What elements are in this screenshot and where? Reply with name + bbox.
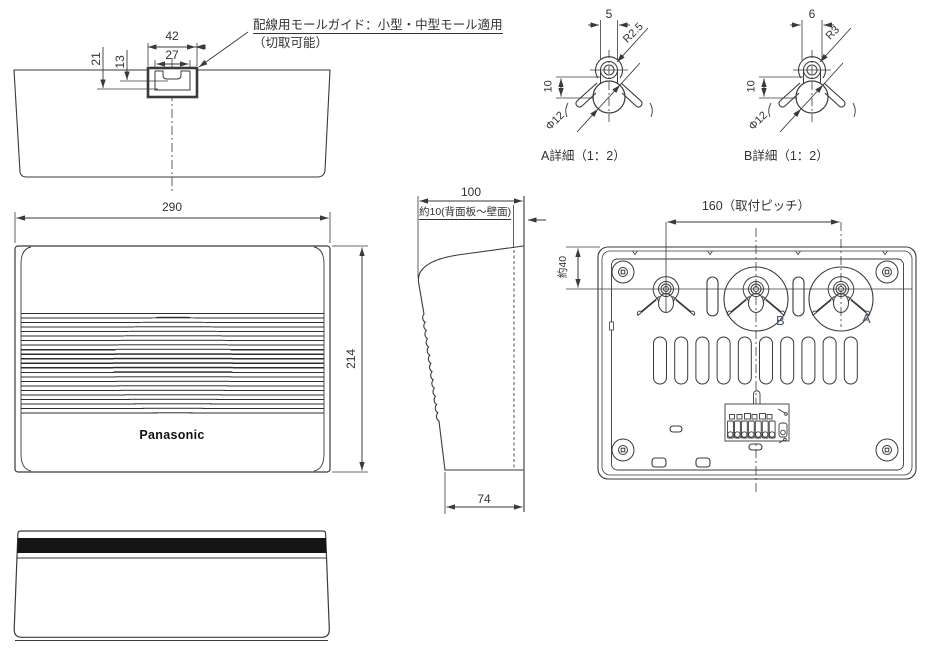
mould-guide-annotation-line1: 配線用モールガイド：小型・中型モール適用 [253,18,503,35]
keyhole-a-label: A [862,311,871,326]
detail-b-dim-6: 6 [808,7,816,21]
detail-b-dim-10: 10 [745,80,758,93]
top-view-dim-13: 13 [113,55,128,69]
side-view-dim-74: 74 [477,492,491,506]
top-view-drawing [13,31,331,192]
detail-a-drawing [556,20,653,133]
top-view-dim-21: 21 [89,52,104,66]
panasonic-logo: Panasonic [139,428,205,442]
top-view-dim-27: 27 [165,48,179,62]
top-view-dim-42: 42 [165,29,179,43]
detail-b-title: B詳細（1：2） [744,149,829,163]
front-view-dim-290: 290 [161,200,183,214]
terminal-block [724,390,790,444]
speaker-grille-ellipse [113,315,233,415]
bottom-view-drawing [13,530,330,641]
front-trim-stripe [17,538,327,553]
back-view-drawing [566,219,917,492]
side-view-drawing [417,196,546,514]
mould-guide-annotation-line2: （切取可能） [253,36,329,50]
detail-b-drawing [759,20,856,133]
detail-a-title: A詳細（1：2） [541,149,626,163]
detail-a-dim-10: 10 [542,80,555,93]
back-view-top-offset-dim: 約40 [556,255,569,279]
side-view-dim-100: 100 [460,185,482,199]
keyhole-b-label: B [776,313,785,328]
front-view-dim-214: 214 [344,348,359,369]
detail-a-dim-5: 5 [605,7,613,21]
front-view-drawing [14,212,368,473]
side-view-wall-gap-dim: 約10(背面板〜壁面) [419,206,512,221]
back-view-mount-pitch-dim: 160（取付ピッチ） [701,199,811,213]
